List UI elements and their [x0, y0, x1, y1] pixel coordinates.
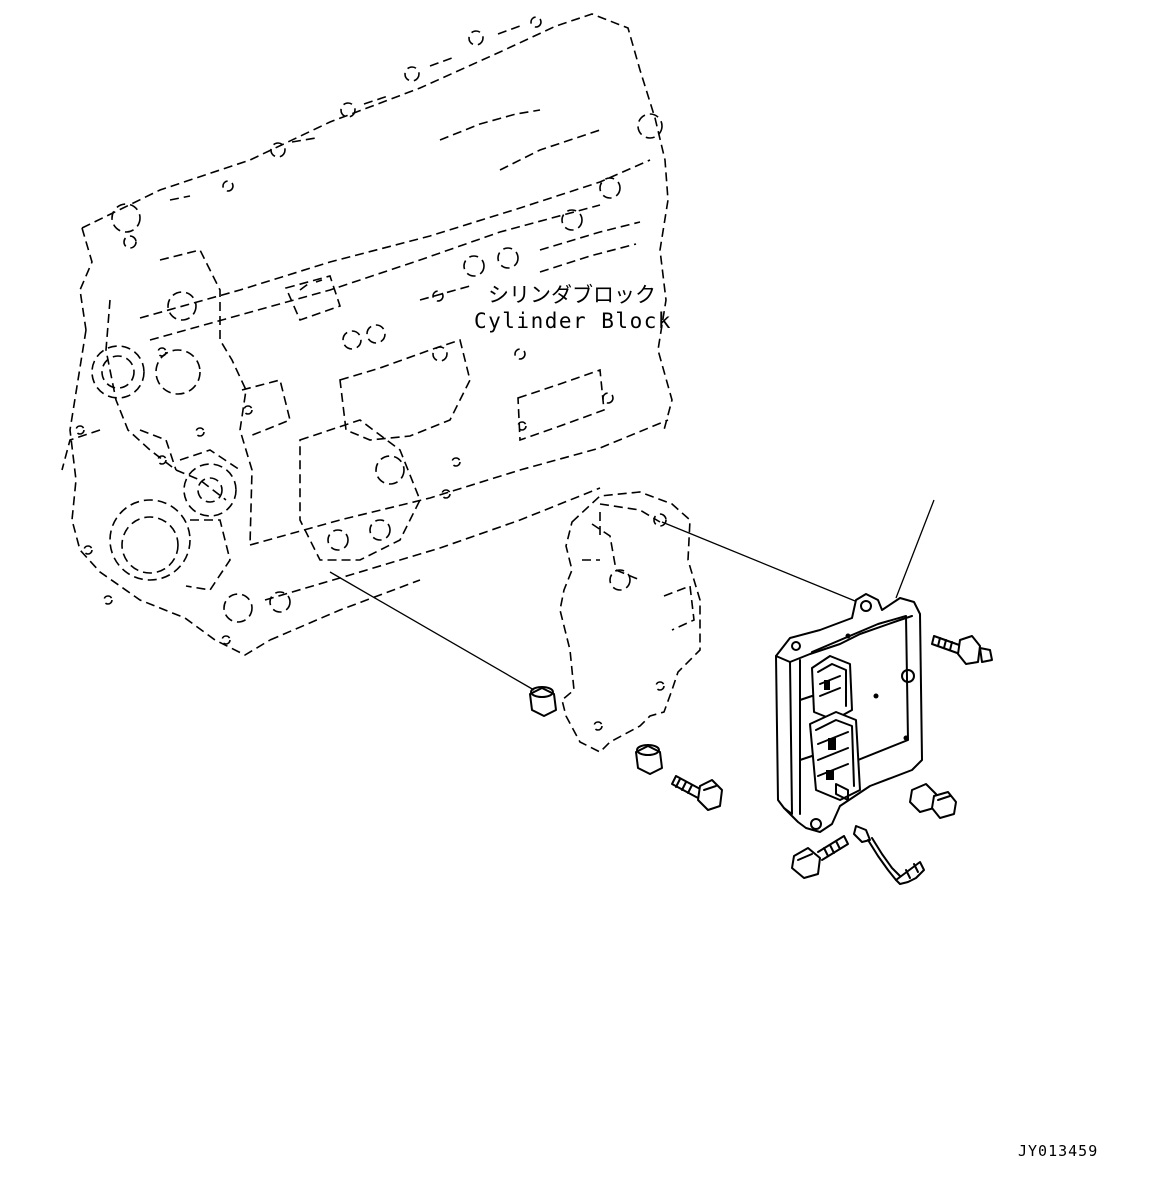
ecm-mounting-bracket	[559, 491, 701, 753]
cylinder-block-label-en: Cylinder Block	[474, 309, 672, 333]
cylinder-block-outline	[61, 13, 673, 656]
engine-controller-ecm	[775, 593, 923, 833]
assembly-lines	[329, 499, 935, 691]
part-callout-leader	[895, 499, 935, 599]
bolt-ecm-lower-right	[909, 783, 957, 819]
collar-bottom	[635, 744, 663, 775]
cylinder-block-label-jp: シリンダブロック	[488, 283, 656, 307]
figure-id: JY013459	[1018, 1142, 1098, 1160]
ground-wire-harness	[853, 825, 925, 885]
bolt-ecm-upper	[931, 635, 993, 665]
bolt-ecm-lower-left	[791, 835, 849, 879]
spacer-collar-left	[529, 686, 557, 717]
bolt-bracket	[671, 775, 723, 811]
